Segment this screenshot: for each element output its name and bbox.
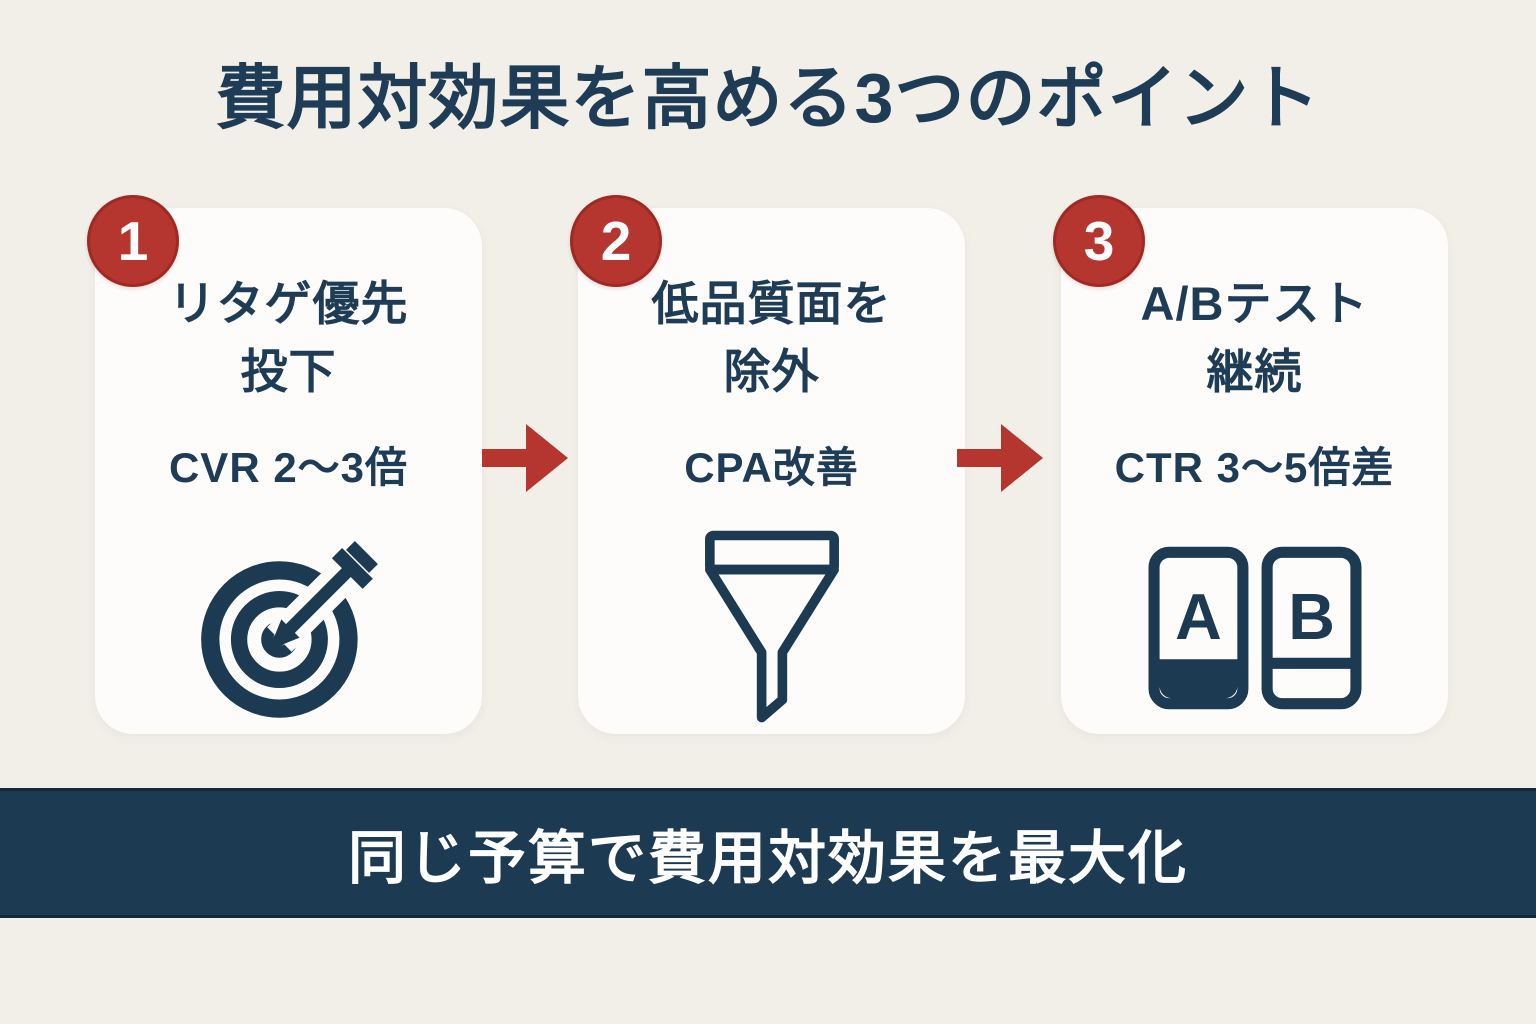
flow-arrow-1 xyxy=(482,419,568,497)
step-1-metric: CVR 2〜3倍 xyxy=(168,444,409,492)
funnel-icon xyxy=(698,521,846,734)
step-card-1: 1 リタゲ優先 投下 CVR 2〜3倍 xyxy=(87,195,482,734)
footer-text: 同じ予算で費用対効果を最大化 xyxy=(347,826,1188,891)
step-3-title-line1: A/Bテスト xyxy=(1140,277,1369,330)
step-card-2: 2 低品質面を 除外 CPA改善 xyxy=(570,195,965,734)
step-2-title: 低品質面を 除外 xyxy=(652,270,892,406)
step-3-number-badge: 3 xyxy=(1053,195,1145,287)
step-2-title-line1: 低品質面を xyxy=(651,277,892,330)
step-2-number-badge: 2 xyxy=(570,195,662,287)
step-1-title-line1: リタゲ優先 xyxy=(168,277,409,330)
step-1-title-line2: 投下 xyxy=(240,345,337,399)
ab-test-variant-a-label: A xyxy=(1175,581,1222,653)
step-2-metric: CPA改善 xyxy=(684,444,859,492)
ab-test-icon: A B xyxy=(1148,521,1362,734)
step-1-title: リタゲ優先 投下 xyxy=(169,270,409,406)
step-3-title-line2: 継続 xyxy=(1206,345,1303,399)
step-card-3: 3 A/Bテスト 継続 CTR 3〜5倍差 A B xyxy=(1053,195,1448,734)
step-3-title: A/Bテスト 継続 xyxy=(1141,270,1369,406)
flow-arrow-2 xyxy=(957,419,1043,497)
step-1-number-badge: 1 xyxy=(87,195,179,287)
step-2-title-line2: 除外 xyxy=(723,345,820,399)
page-title: 費用対効果を高める3つのポイント xyxy=(215,59,1321,137)
target-icon xyxy=(193,521,385,734)
step-3-metric: CTR 3〜5倍差 xyxy=(1114,444,1395,492)
ab-test-variant-b-label: B xyxy=(1288,581,1335,653)
footer-banner: 同じ予算で費用対効果を最大化 xyxy=(0,788,1536,918)
